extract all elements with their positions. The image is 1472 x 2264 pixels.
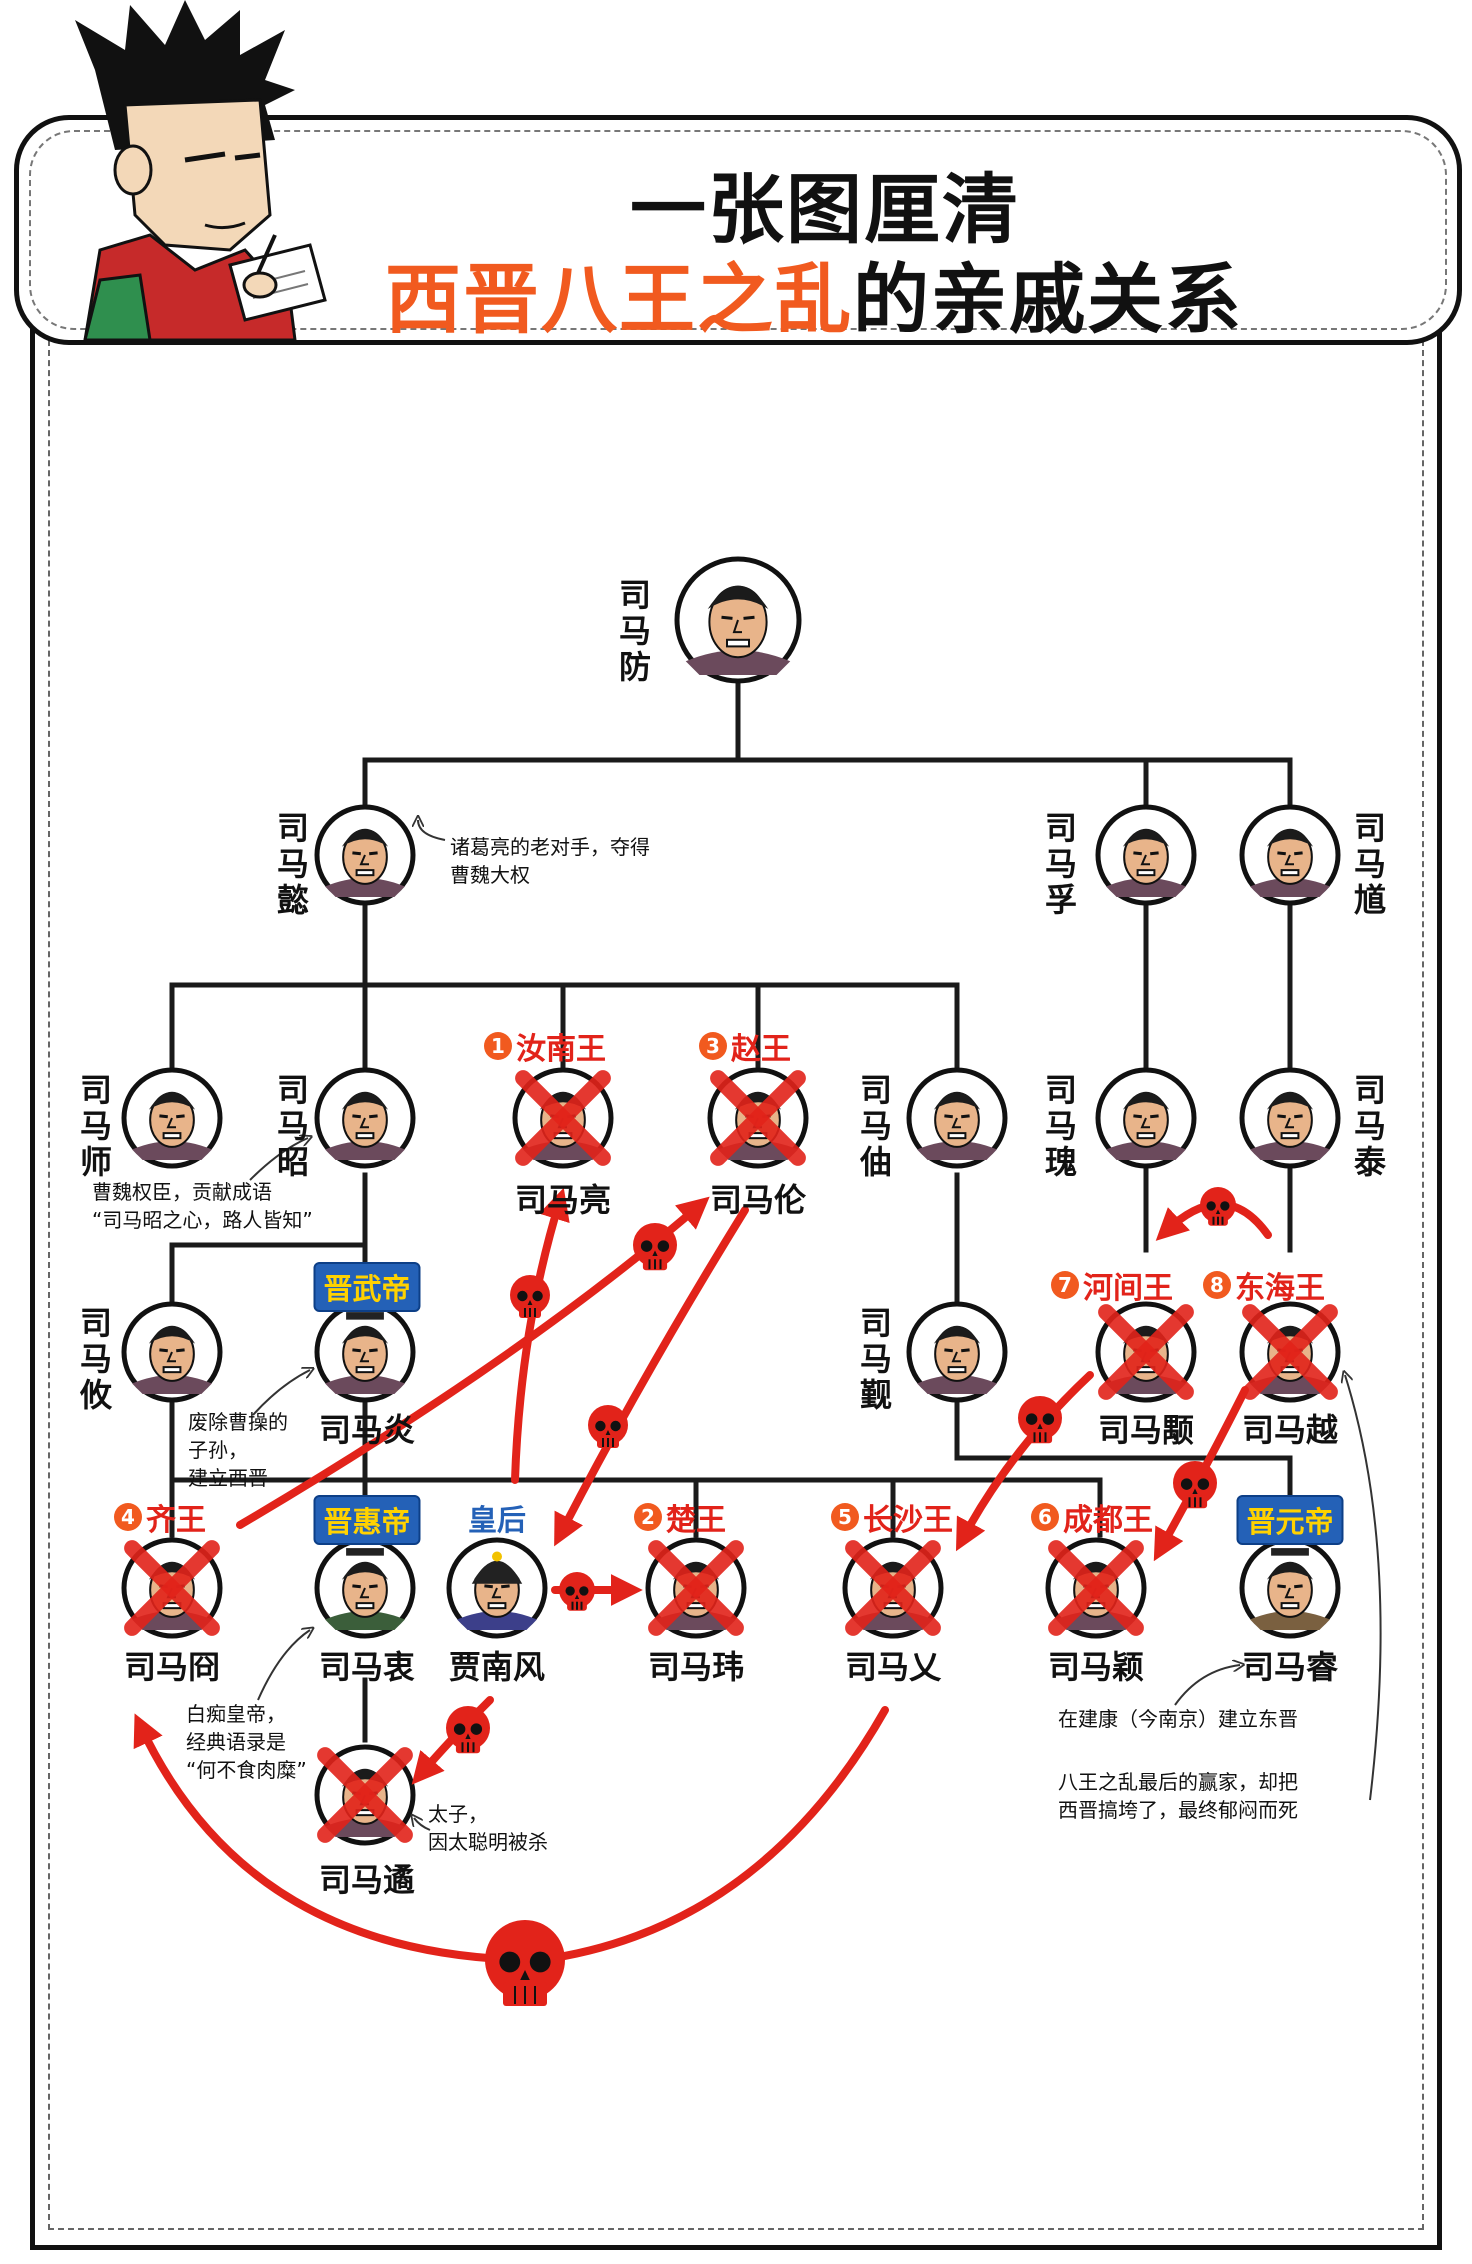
pointer-note-yu xyxy=(414,1818,431,1831)
portrait-sima-zhong xyxy=(314,1537,416,1639)
name-sima-zhao: 司马昭 xyxy=(276,1071,309,1181)
portrait-sima-shi xyxy=(121,1067,223,1169)
skull-yue-yong xyxy=(1200,1187,1236,1226)
name-sima-zhou: 司马伷 xyxy=(859,1071,892,1181)
portrait-sima-gui xyxy=(1095,1067,1197,1169)
portrait-sima-lun xyxy=(707,1067,809,1169)
name-sima-ai: 司马乂 xyxy=(844,1648,942,1686)
badge-jin-wudi: 晋武帝 xyxy=(313,1262,421,1312)
portrait-sima-liang xyxy=(512,1067,614,1169)
portrait-sima-zhou xyxy=(906,1067,1008,1169)
name-sima-ying: 司马颖 xyxy=(1047,1648,1145,1686)
note-sima-yu: 太子， 因太聪明被杀 xyxy=(428,1802,548,1854)
portrait-sima-jin xyxy=(906,1301,1008,1403)
name-sima-yue: 司马越 xyxy=(1241,1411,1339,1449)
name-sima-rui: 司马睿 xyxy=(1241,1648,1339,1686)
portrait-sima-rui xyxy=(1239,1537,1341,1639)
portrait-sima-you xyxy=(121,1301,223,1403)
name-sima-yu: 司马遹 xyxy=(318,1861,416,1899)
note-sima-zhong: 白痴皇帝， 经典语录是 “何不食肉糜” xyxy=(186,1702,307,1782)
title-rest: 的亲戚关系 xyxy=(853,255,1243,344)
portrait-sima-ai xyxy=(842,1537,944,1639)
name-sima-kui: 司马馗 xyxy=(1353,809,1386,919)
title-line2: 西晋八王之乱的亲戚关系 xyxy=(385,238,1243,348)
name-sima-liang: 司马亮 xyxy=(514,1181,612,1219)
title-highlight: 西晋八王之乱 xyxy=(385,255,853,344)
arrow-lun-kills-jia xyxy=(554,1206,749,1547)
pointer-note-yue xyxy=(1345,1375,1382,1801)
name-sima-zhong: 司马衷 xyxy=(318,1648,416,1686)
pointer-note-rui xyxy=(1174,1665,1240,1706)
cartoon-boy-illustration xyxy=(75,0,327,340)
note-sima-yue: 八王之乱最后的赢家，却把 西晋搞垮了，最终郁闷而死 xyxy=(1058,1770,1298,1822)
portrait-sima-wei xyxy=(645,1537,747,1639)
name-sima-fu: 司马孚 xyxy=(1044,809,1077,919)
name-sima-wei: 司马玮 xyxy=(647,1648,745,1686)
note-sima-rui: 在建康（今南京）建立东晋 xyxy=(1058,1707,1298,1731)
skull-ai-jiong xyxy=(485,1920,565,2006)
skull-yue-ying xyxy=(1173,1461,1217,1509)
name-sima-yan: 司马炎 xyxy=(318,1411,416,1449)
pointer-note-zhong xyxy=(257,1630,310,1701)
portrait-sima-kui xyxy=(1239,804,1341,906)
portrait-sima-fu xyxy=(1095,804,1197,906)
skull-qi-lun xyxy=(633,1223,677,1271)
pointer-note-zhao xyxy=(249,1138,308,1181)
skull-lun-jia xyxy=(588,1405,628,1448)
note-sima-zhao: 曹魏权臣，贡献成语 “司马昭之心，路人皆知” xyxy=(92,1180,313,1232)
note-sima-yan: 废除曹操的 子孙， 建立西晋 xyxy=(188,1410,288,1490)
arrow-jia-kills-liang xyxy=(511,1187,570,1484)
name-sima-jin: 司马觐 xyxy=(859,1304,892,1414)
name-sima-gui: 司马瑰 xyxy=(1044,1071,1077,1181)
name-sima-yong: 司马颙 xyxy=(1097,1411,1195,1449)
skull-yong-ai xyxy=(1018,1396,1062,1444)
portrait-sima-yu xyxy=(314,1744,416,1846)
name-jia-nanfeng: 贾南风 xyxy=(448,1648,546,1686)
note-sima-yi: 诸葛亮的老对手，夺得 曹魏大权 xyxy=(450,835,650,887)
portrait-sima-jiong xyxy=(121,1537,223,1639)
name-sima-fang: 司马防 xyxy=(618,576,651,686)
skull-jia-yu xyxy=(446,1706,490,1754)
portrait-sima-yan xyxy=(314,1301,416,1403)
name-sima-lun: 司马伦 xyxy=(709,1181,807,1219)
name-sima-jiong: 司马冏 xyxy=(123,1648,221,1686)
title-line1: 一张图厘清 xyxy=(630,165,1020,254)
portrait-sima-yi xyxy=(314,804,416,906)
portrait-sima-ying xyxy=(1045,1537,1147,1639)
name-sima-you: 司马攸 xyxy=(79,1304,112,1414)
pointer-note-yan xyxy=(252,1370,310,1416)
skull-jia-liang xyxy=(510,1275,550,1318)
portrait-sima-yue xyxy=(1239,1301,1341,1403)
name-sima-yi: 司马懿 xyxy=(276,809,309,919)
skull-jia-wei xyxy=(559,1572,595,1611)
arrow-yong-kills-ai xyxy=(955,1371,1094,1552)
portrait-sima-yong xyxy=(1095,1301,1197,1403)
pointer-note-yi xyxy=(418,820,446,841)
portrait-sima-fang xyxy=(674,556,802,684)
portrait-sima-zhao xyxy=(314,1067,416,1169)
name-sima-shi: 司马师 xyxy=(79,1071,112,1181)
arrow-qi-kills-lun xyxy=(236,1196,710,1529)
badge-jin-huidi: 晋惠帝 xyxy=(313,1495,421,1545)
name-sima-tai: 司马泰 xyxy=(1353,1071,1386,1181)
portrait-jia-nanfeng xyxy=(446,1537,548,1639)
badge-huanghou: 皇后 xyxy=(467,1503,527,1537)
badge-jin-yuandi: 晋元帝 xyxy=(1236,1495,1344,1545)
portrait-sima-tai xyxy=(1239,1067,1341,1169)
